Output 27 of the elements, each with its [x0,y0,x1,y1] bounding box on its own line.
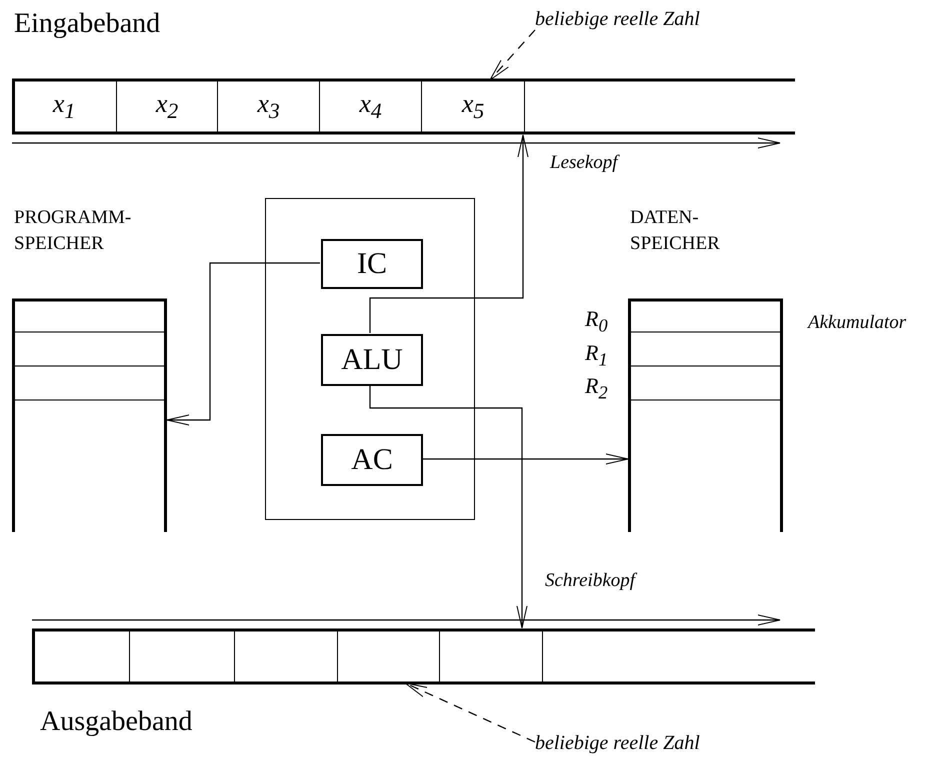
register-label: R$_{1}$ [585,340,608,370]
annotation-text: beliebige reelle Zahl [535,732,745,762]
leader-line [404,682,536,743]
unit-box: IC [321,239,423,289]
memory-title: PROGRAMM- SPEICHER [14,206,132,256]
memory-title: DATEN- SPEICHER [630,206,721,256]
cell-text: x$_{2}$ [156,88,178,124]
annotation-text: Akkumulator [808,312,906,334]
cell-text: x$_{3}$ [257,88,280,124]
register-label: R$_{0}$ [585,306,608,336]
edge-label: Schreibkopf [545,570,636,592]
arrow [166,262,320,426]
tape-title: Eingabeband [14,8,160,40]
register-label: R$_{2}$ [585,373,608,404]
tape-title: Ausgabeband [40,706,192,738]
unit-box: AC [321,434,423,486]
edge-label: Lesekopf [550,152,618,174]
arrow [369,134,528,333]
cell-text: x$_{4}$ [359,88,382,124]
arrow [422,454,628,464]
arrow [369,385,528,628]
leader-line [490,30,536,80]
cell-text: x$_{1}$ [52,88,76,124]
annotation-text: beliebige reelle Zahl [535,8,745,38]
processor-box [265,198,475,520]
unit-box: ALU [321,334,423,386]
cell-text: x$_{5}$ [462,88,484,124]
